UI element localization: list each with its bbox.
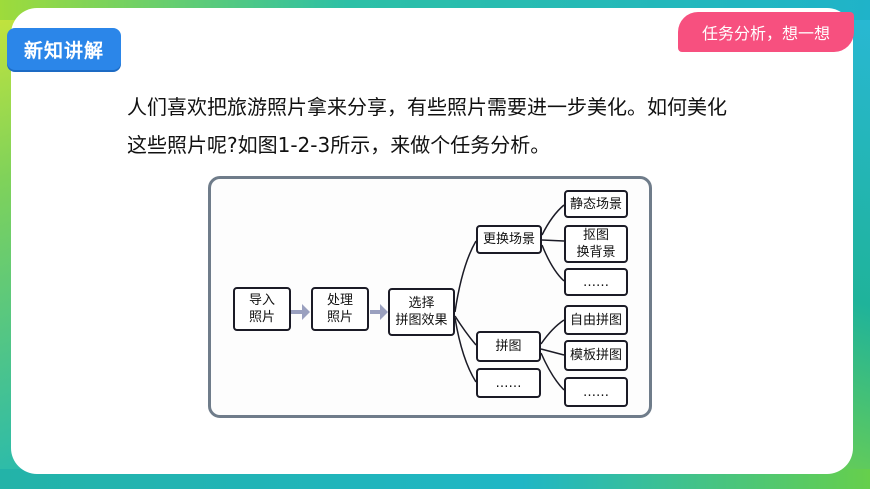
node-choose-collage-effect: 选择拼图效果 [388,288,455,336]
section-badge-label: 新知讲解 [23,39,104,62]
node-process-photo: 处理照片 [311,287,369,331]
connector-line [454,315,477,346]
connector-line [541,204,565,236]
node-static-scene: 静态场景 [564,190,628,218]
task-pill-label: 任务分析，想一想 [701,24,830,43]
connector-line [541,244,565,282]
node-free-collage: 自由拼图 [564,305,628,335]
section-badge: 新知讲解 [7,28,121,70]
connector-line [541,239,565,242]
intro-paragraph: 人们喜欢把旅游照片拿来分享，有些照片需要进一步美化。如何美化这些照片呢?如图1-… [127,95,727,157]
connector-line [454,317,477,383]
background-bottom-decoration [0,469,870,489]
node-import-photo: 导入照片 [233,287,291,331]
task-pill: 任务分析，想一想 [678,12,854,52]
node-collage: 拼图 [476,331,541,362]
arrow-icon [370,304,388,320]
node-cutout-background: 抠图换背景 [564,225,628,263]
node-template-collage: 模板拼图 [564,340,628,371]
node-more-3: …… [476,368,541,398]
node-more-1: …… [564,268,628,296]
connector-line [454,240,477,313]
node-more-2: …… [564,377,628,407]
connector-line [540,352,565,391]
connector-line [540,319,565,345]
node-change-scene: 更换场景 [476,225,542,254]
arrow-icon [291,304,310,320]
connector-line [540,348,565,356]
